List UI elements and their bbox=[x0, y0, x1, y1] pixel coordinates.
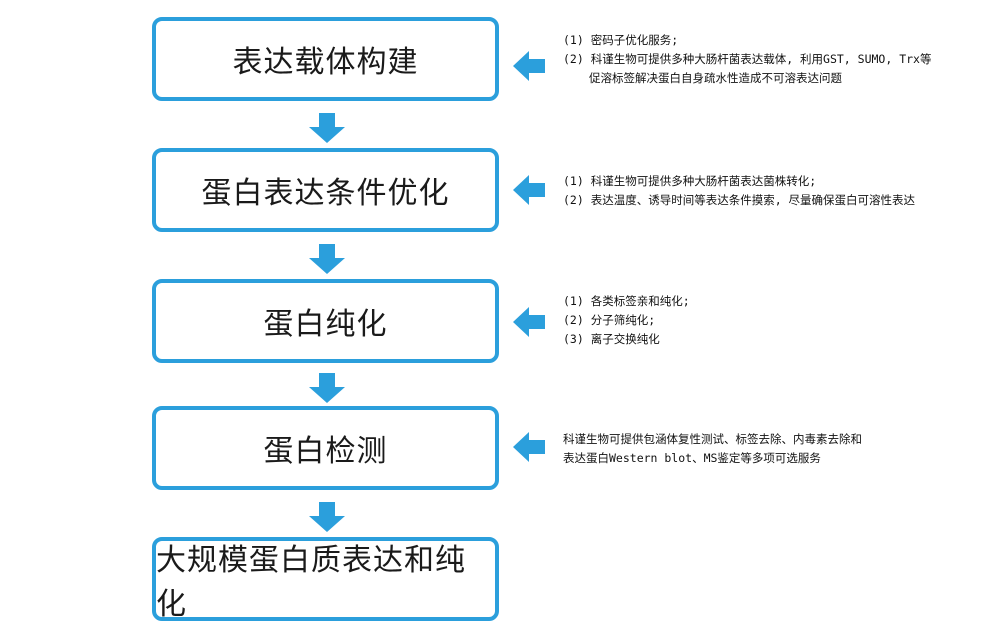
note-line: 科谨生物可提供包涵体复性测试、标签去除、内毒素去除和 bbox=[563, 432, 862, 446]
step-label: 蛋白检测 bbox=[263, 434, 388, 469]
left-arrow-icon bbox=[513, 307, 545, 337]
note-line: (2) 科谨生物可提供多种大肠杆菌表达载体, 利用GST, SUMO, Trx等 bbox=[563, 52, 932, 66]
step-label: 表达载体构建 bbox=[232, 45, 419, 80]
down-arrow-icon bbox=[309, 113, 345, 143]
note-line: (2) 表达温度、诱导时间等表达条件摸索, 尽量确保蛋白可溶性表达 bbox=[563, 193, 916, 207]
step-label: 蛋白纯化 bbox=[263, 307, 388, 342]
note-expression-optimization: (1) 科谨生物可提供多种大肠杆菌表达菌株转化; (2) 表达温度、诱导时间等表… bbox=[563, 172, 993, 210]
note-line: 促溶标签解决蛋白自身疏水性造成不可溶表达问题 bbox=[589, 71, 842, 85]
left-arrow-icon bbox=[513, 175, 545, 205]
step-box-protein-purification: 蛋白纯化 bbox=[152, 279, 499, 363]
left-arrow-icon bbox=[513, 432, 545, 462]
note-line: (2) 分子筛纯化; bbox=[563, 313, 656, 327]
note-line: (1) 科谨生物可提供多种大肠杆菌表达菌株转化; bbox=[563, 174, 817, 188]
step-box-large-scale-production: 大规模蛋白质表达和纯化 bbox=[152, 537, 499, 622]
note-line: (1) 密码子优化服务; bbox=[563, 33, 679, 47]
step-box-vector-construction: 表达载体构建 bbox=[152, 17, 499, 101]
step-label: 大规模蛋白质表达和纯化 bbox=[156, 543, 466, 622]
note-protein-detection: 科谨生物可提供包涵体复性测试、标签去除、内毒素去除和 表达蛋白Western b… bbox=[563, 430, 993, 468]
down-arrow-icon bbox=[309, 244, 345, 274]
step-box-protein-detection: 蛋白检测 bbox=[152, 406, 499, 490]
down-arrow-icon bbox=[309, 502, 345, 532]
step-box-expression-optimization: 蛋白表达条件优化 bbox=[152, 148, 499, 232]
note-protein-purification: (1) 各类标签亲和纯化; (2) 分子筛纯化; (3) 离子交换纯化 bbox=[563, 292, 993, 349]
note-line: 表达蛋白Western blot、MS鉴定等多项可选服务 bbox=[563, 451, 821, 465]
note-line: (3) 离子交换纯化 bbox=[563, 332, 660, 346]
step-label: 蛋白表达条件优化 bbox=[201, 176, 450, 211]
down-arrow-icon bbox=[309, 373, 345, 403]
left-arrow-icon bbox=[513, 51, 545, 81]
note-line: (1) 各类标签亲和纯化; bbox=[563, 294, 690, 308]
note-vector-construction: (1) 密码子优化服务; (2) 科谨生物可提供多种大肠杆菌表达载体, 利用GS… bbox=[563, 31, 993, 88]
